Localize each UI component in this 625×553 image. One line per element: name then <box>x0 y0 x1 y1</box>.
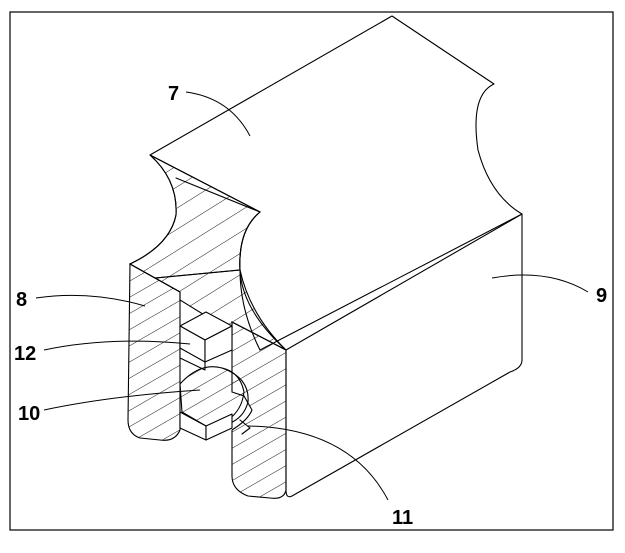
leader-12 <box>43 340 191 351</box>
block-side <box>204 325 233 363</box>
leader-11 <box>247 425 389 501</box>
top-curve-left <box>129 154 177 265</box>
label-8: 8 <box>16 289 27 311</box>
right-leg-section <box>231 321 287 499</box>
top-front-edge <box>175 177 261 213</box>
notch-mark <box>239 419 251 435</box>
left-leg-section <box>127 263 181 441</box>
arc-part <box>179 366 245 427</box>
label-9: 9 <box>596 285 607 307</box>
leader-8 <box>35 294 146 307</box>
label-7: 7 <box>168 83 179 105</box>
leader-9 <box>491 274 589 293</box>
label-12: 12 <box>14 343 36 365</box>
label-11: 11 <box>392 507 413 529</box>
arc-base-side <box>205 413 233 441</box>
leader-7 <box>185 91 251 137</box>
leader-10 <box>43 389 201 411</box>
right-side-face <box>285 213 523 498</box>
figure-border <box>9 11 614 531</box>
label-10: 10 <box>18 403 40 425</box>
arc-curve-outer <box>221 367 249 425</box>
